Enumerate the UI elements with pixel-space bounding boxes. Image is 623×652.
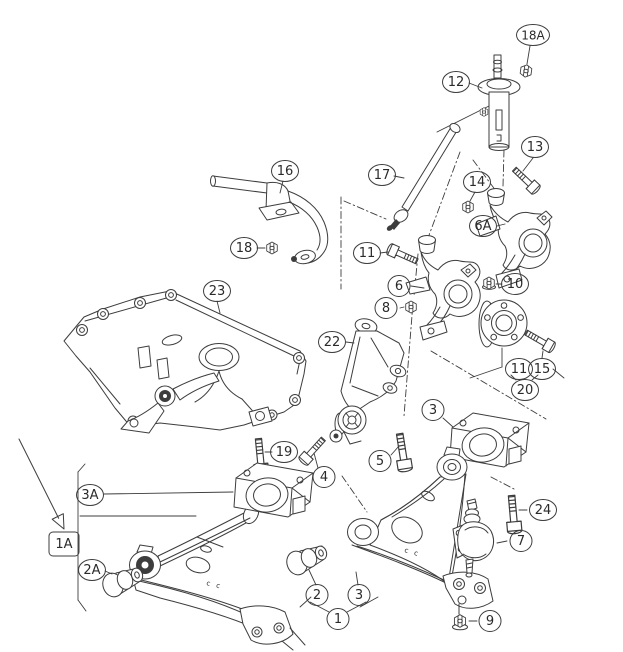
callout-label: 6A xyxy=(474,219,491,234)
callout-6a[interactable]: 6A xyxy=(469,215,497,237)
nut-8 xyxy=(405,300,417,314)
callout-1[interactable]: 1 xyxy=(326,608,350,630)
callout-16[interactable]: 16 xyxy=(271,160,299,182)
control-arm-left-drawing xyxy=(129,503,306,651)
callout-label: 20 xyxy=(517,383,534,398)
callout-label: 1 xyxy=(334,612,342,627)
bolt-4 xyxy=(297,434,329,468)
callout-label: 24 xyxy=(535,503,552,518)
callout-label: 7 xyxy=(517,534,525,549)
callout-5[interactable]: 5 xyxy=(368,450,392,472)
callout-8[interactable]: 8 xyxy=(374,297,398,319)
callout-19[interactable]: 19 xyxy=(270,441,298,463)
callout-label: 6 xyxy=(395,279,403,294)
callout-label: 11 xyxy=(359,246,376,261)
callout-12[interactable]: 12 xyxy=(442,71,470,93)
callout-18[interactable]: 18 xyxy=(230,237,258,259)
cone-bushing-2a-drawing xyxy=(102,567,144,598)
callout-label: 14 xyxy=(469,175,486,190)
callout-label: 2A xyxy=(83,563,100,578)
callout-13[interactable]: 13 xyxy=(521,136,549,158)
callout-label: 3 xyxy=(355,588,363,603)
assembly-lines xyxy=(340,105,547,513)
cone-bushing-2-drawing xyxy=(286,545,328,576)
callout-15[interactable]: 15 xyxy=(528,358,556,380)
callout-label: 2 xyxy=(313,588,321,603)
callout-1a[interactable]: 1A xyxy=(48,531,80,557)
callout-label: 18 xyxy=(236,241,253,256)
bolt-11 xyxy=(384,242,420,268)
callout-label: 15 xyxy=(534,362,551,377)
callout-22[interactable]: 22 xyxy=(318,331,346,353)
callout-label: 5 xyxy=(376,454,384,469)
bolt-5 xyxy=(391,432,414,474)
callout-20[interactable]: 20 xyxy=(511,379,539,401)
callout-6[interactable]: 6 xyxy=(387,275,411,297)
cast-mark: c c xyxy=(206,579,223,591)
callout-4[interactable]: 4 xyxy=(312,466,336,488)
subframe-drawing xyxy=(63,289,307,434)
callout-label: 19 xyxy=(276,445,293,460)
callout-label: 11 xyxy=(511,362,528,377)
callout-label: 12 xyxy=(448,75,465,90)
highlight-arrow xyxy=(18,438,65,530)
callout-label: 23 xyxy=(209,284,226,299)
callout-11[interactable]: 11 xyxy=(353,242,381,264)
callout-18a[interactable]: 18A xyxy=(516,24,550,46)
callout-11-2[interactable]: 11 xyxy=(505,358,533,380)
callout-14[interactable]: 14 xyxy=(463,171,491,193)
steering-knuckle-left-drawing xyxy=(405,235,481,341)
bushing-bracket-left-drawing xyxy=(233,462,314,518)
callout-10[interactable]: 10 xyxy=(501,273,529,295)
leader-lines xyxy=(77,45,565,622)
callout-label: 13 xyxy=(527,140,544,155)
callout-23[interactable]: 23 xyxy=(203,280,231,302)
callout-label: 16 xyxy=(277,164,294,179)
callout-label: 3A xyxy=(81,488,98,503)
bolt-15 xyxy=(522,326,558,355)
callout-label: 3 xyxy=(429,403,437,418)
callout-label: 8 xyxy=(382,301,390,316)
callout-label: 10 xyxy=(507,277,524,292)
callout-2a[interactable]: 2A xyxy=(78,559,106,581)
callout-17[interactable]: 17 xyxy=(368,164,396,186)
callout-label: 17 xyxy=(374,168,391,183)
callout-24[interactable]: 24 xyxy=(529,499,557,521)
bolt-13 xyxy=(509,164,543,196)
strut-drawing xyxy=(477,54,521,151)
nut-18 xyxy=(266,241,278,255)
callout-label: 9 xyxy=(486,614,494,629)
bolt-24 xyxy=(503,494,523,535)
stabilizer-link-drawing xyxy=(386,122,461,231)
bushing-bracket-right-drawing xyxy=(449,412,530,468)
callout-label: 18A xyxy=(521,29,545,43)
wheel-hub-drawing xyxy=(478,299,528,348)
nut-9 xyxy=(453,614,467,628)
callout-9[interactable]: 9 xyxy=(478,610,502,632)
callout-3a[interactable]: 3A xyxy=(76,484,104,506)
control-arm-right-drawing xyxy=(347,446,494,615)
callout-label: 4 xyxy=(320,470,328,485)
callout-label: 1A xyxy=(55,537,72,552)
callout-7[interactable]: 7 xyxy=(509,530,533,552)
callout-3[interactable]: 3 xyxy=(421,399,445,421)
callout-3-2[interactable]: 3 xyxy=(347,584,371,606)
callout-label: 22 xyxy=(324,335,341,350)
ball-joint-drawing xyxy=(452,498,494,578)
nut-14 xyxy=(462,200,474,214)
callout-2[interactable]: 2 xyxy=(305,584,329,606)
nut-18a xyxy=(519,63,533,79)
stabilizer-bar-drawing xyxy=(210,175,329,265)
nut-10 xyxy=(483,276,495,290)
console-bracket-drawing xyxy=(329,318,407,445)
